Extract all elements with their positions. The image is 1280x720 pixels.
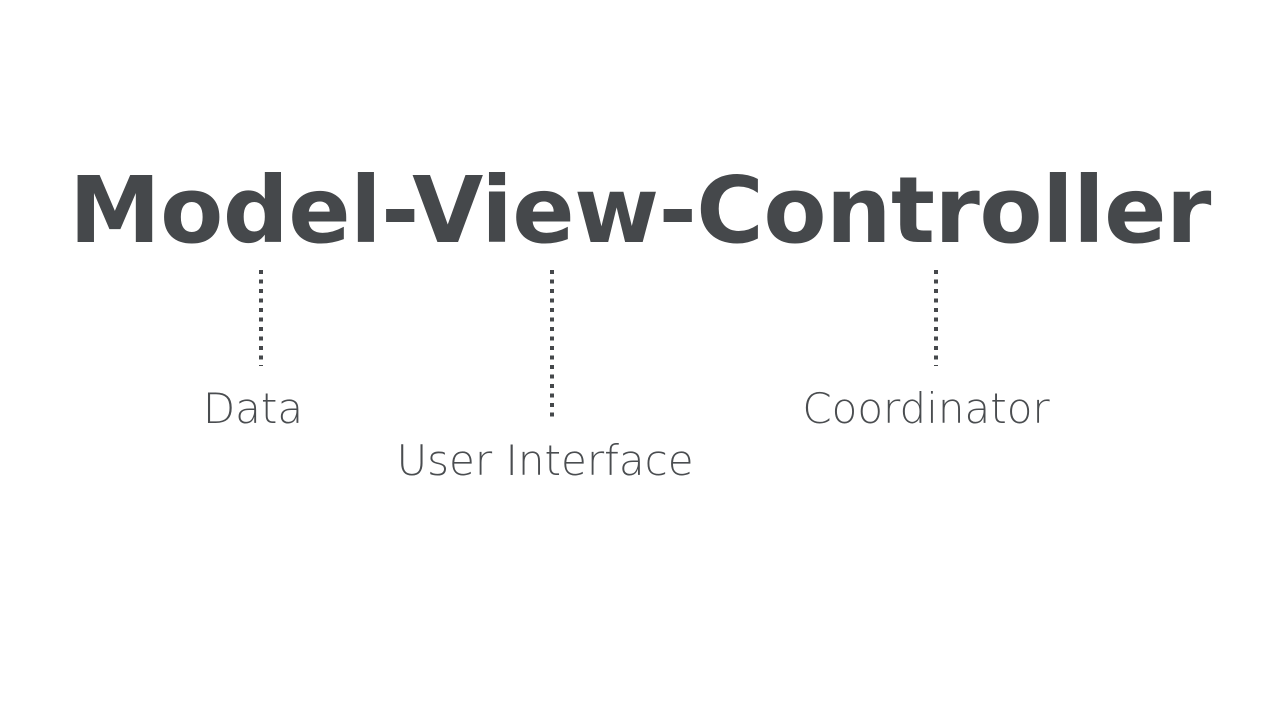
label-view-user-interface: User Interface xyxy=(396,436,694,485)
page-title: Model-View-Controller xyxy=(69,157,1211,264)
label-model-data: Data xyxy=(202,384,304,433)
connector-line-controller xyxy=(934,270,938,366)
label-controller-coordinator: Coordinator xyxy=(802,384,1050,433)
connector-line-view xyxy=(550,270,554,418)
connector-line-model xyxy=(259,270,263,366)
